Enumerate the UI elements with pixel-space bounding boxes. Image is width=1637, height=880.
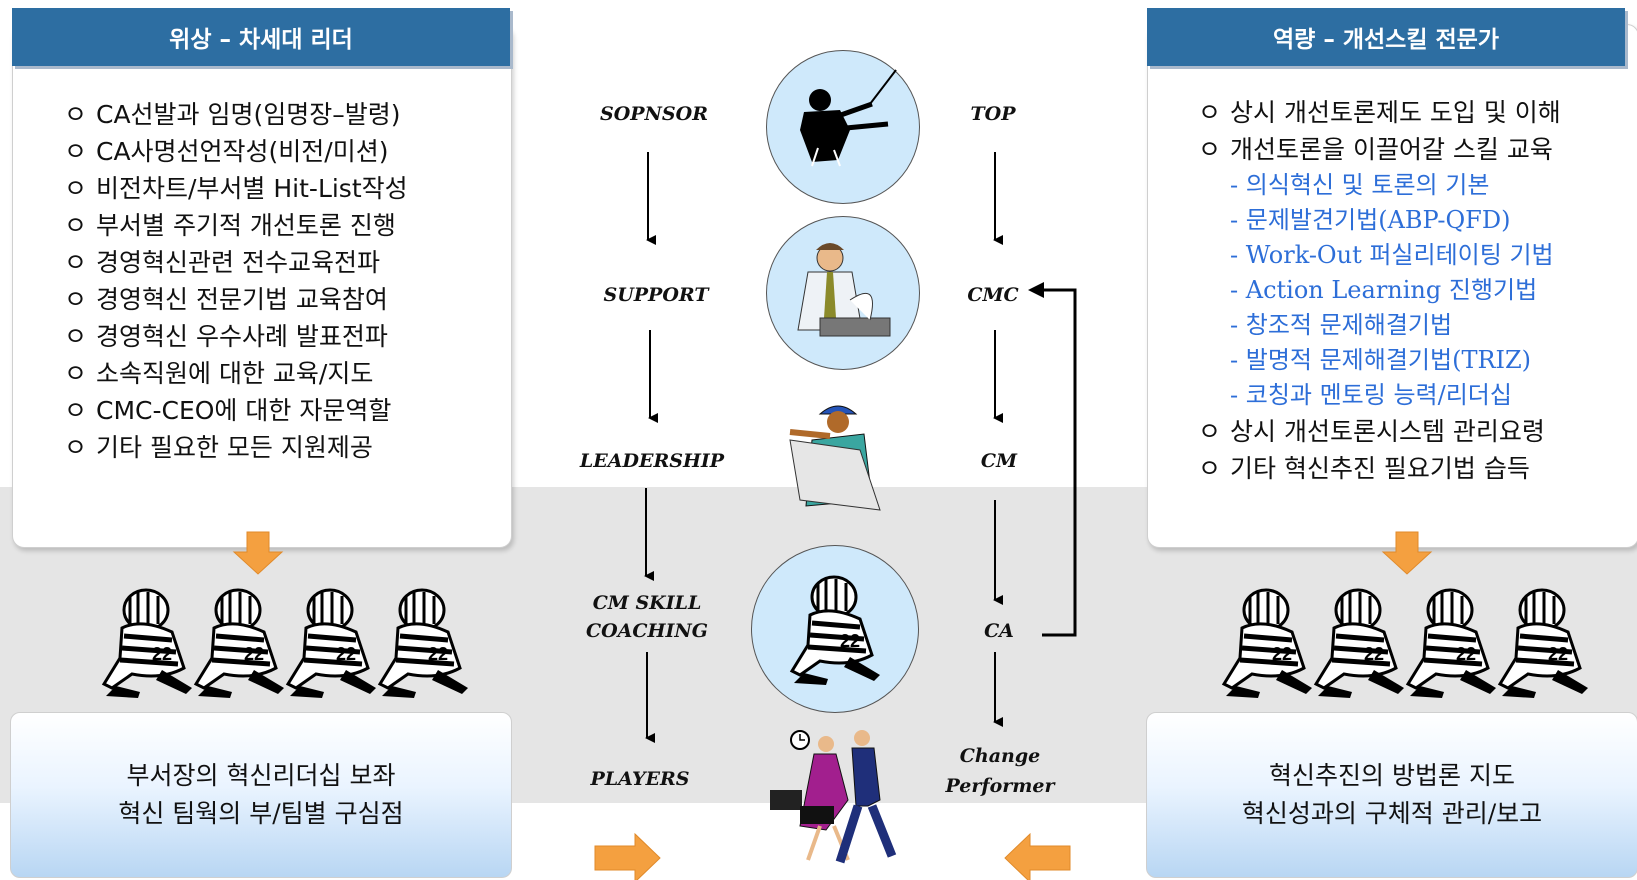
businessman-icon — [797, 243, 891, 337]
orange-right-arrow — [594, 832, 661, 880]
feedback-loop-arrow — [1038, 288, 1077, 637]
flow-label-top: TOP — [970, 103, 1016, 125]
feedback-arrowhead — [1028, 282, 1044, 298]
sub-item: - 의식혁신 및 토론의 기본 — [1230, 171, 1490, 199]
summary-line: 혁신 팀웍의 부/팀별 구심점 — [118, 799, 404, 828]
football-player-icon — [792, 577, 880, 685]
right-summary-box: 혁신추진의 방법론 지도 혁신성과의 구체적 관리/보고 — [1146, 712, 1637, 878]
right-panel — [1147, 24, 1637, 548]
bullet-icon: ㅇ — [64, 433, 88, 462]
football-player-icon — [1224, 590, 1312, 698]
flow-label-cm: CM — [980, 450, 1018, 472]
flow-label-change: Change — [959, 745, 1041, 767]
sub-item: - Work-Out 퍼실리테이팅 기법 — [1230, 241, 1554, 269]
player-row-right — [1224, 590, 1588, 698]
sub-item: - 문제발견기법(ABP-QFD) — [1230, 206, 1511, 234]
bullet-icon: ㅇ — [1198, 417, 1222, 446]
orange-left-arrow — [1004, 832, 1071, 880]
bullet-icon: ㅇ — [64, 100, 88, 129]
flow-label-ca: CA — [984, 620, 1014, 642]
bullet-icon: ㅇ — [64, 211, 88, 240]
football-player-icon — [104, 590, 192, 698]
summary-line: 혁신성과의 구체적 관리/보고 — [1241, 799, 1543, 828]
flow-label-leadership: LEADERSHIP — [579, 450, 725, 472]
sub-item: - 창조적 문제해결기법 — [1230, 311, 1453, 339]
bullet-icon: ㅇ — [64, 137, 88, 166]
running-people-icon — [770, 730, 897, 864]
left-panel-header: 위상 – 차세대 리더 — [12, 8, 510, 66]
football-player-icon — [1500, 590, 1588, 698]
left-panel — [12, 24, 512, 548]
bullet-icon: ㅇ — [1198, 98, 1222, 127]
bullet-icon: ㅇ — [64, 248, 88, 277]
bullet-icon: ㅇ — [64, 359, 88, 388]
flow-label-performer: Performer — [945, 775, 1055, 797]
flow-label-sponsor: SOPNSOR — [600, 103, 708, 125]
right-panel-header: 역량 – 개선스킬 전문가 — [1147, 8, 1625, 66]
player-row-left — [104, 590, 468, 698]
orange-down-arrow — [232, 531, 284, 575]
summary-line: 부서장의 혁신리더십 보좌 — [126, 761, 396, 790]
bullet-icon: ㅇ — [64, 285, 88, 314]
football-player-icon — [1408, 590, 1496, 698]
flow-label-cmc: CMC — [967, 284, 1019, 306]
flow-label-coaching: COACHING — [586, 620, 708, 642]
football-player-icon — [288, 590, 376, 698]
summary-line: 혁신추진의 방법론 지도 — [1269, 761, 1515, 790]
football-player-icon — [196, 590, 284, 698]
flow-label-players: PLAYERS — [590, 768, 690, 790]
sub-item: - 발명적 문제해결기법(TRIZ) — [1230, 346, 1532, 374]
sub-item: - 코칭과 멘토링 능력/리더십 — [1230, 381, 1512, 409]
left-summary-box: 부서장의 혁신리더십 보좌 혁신 팀웍의 부/팀별 구심점 — [10, 712, 512, 878]
orange-down-arrow — [1381, 531, 1433, 575]
businessman-circle — [766, 216, 920, 370]
flow-label-cm-skill: CM SKILL — [592, 592, 702, 614]
bullet-icon: ㅇ — [1198, 454, 1222, 483]
flow-label-support: SUPPORT — [603, 284, 709, 306]
conductor-icon — [800, 69, 897, 167]
bullet-icon: ㅇ — [64, 396, 88, 425]
sub-item: - Action Learning 진행기법 — [1230, 276, 1538, 304]
football-player-icon — [1316, 590, 1404, 698]
bullet-icon: ㅇ — [64, 322, 88, 351]
football-player-icon — [380, 590, 468, 698]
bullet-icon: ㅇ — [64, 174, 88, 203]
worker-icon — [789, 405, 881, 511]
bullet-icon: ㅇ — [1198, 135, 1222, 164]
